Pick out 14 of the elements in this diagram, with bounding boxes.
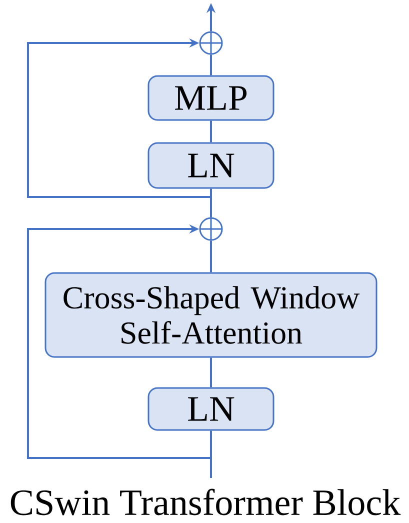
process-box: LN — [148, 387, 274, 431]
connector-line — [210, 120, 212, 142]
adder-circle — [199, 217, 223, 241]
process-box: LN — [148, 142, 274, 189]
adder-circle — [199, 31, 223, 55]
process-box: Cross-Shaped Window Self-Attention — [44, 272, 378, 358]
process-box: MLP — [148, 75, 274, 121]
connector-line — [210, 240, 212, 272]
connector-line — [210, 54, 212, 76]
arrow — [27, 224, 211, 459]
connector-line — [210, 430, 212, 478]
connector-line — [210, 358, 212, 388]
arrow — [27, 38, 212, 218]
caption: CSwin Transformer Block — [10, 488, 401, 516]
